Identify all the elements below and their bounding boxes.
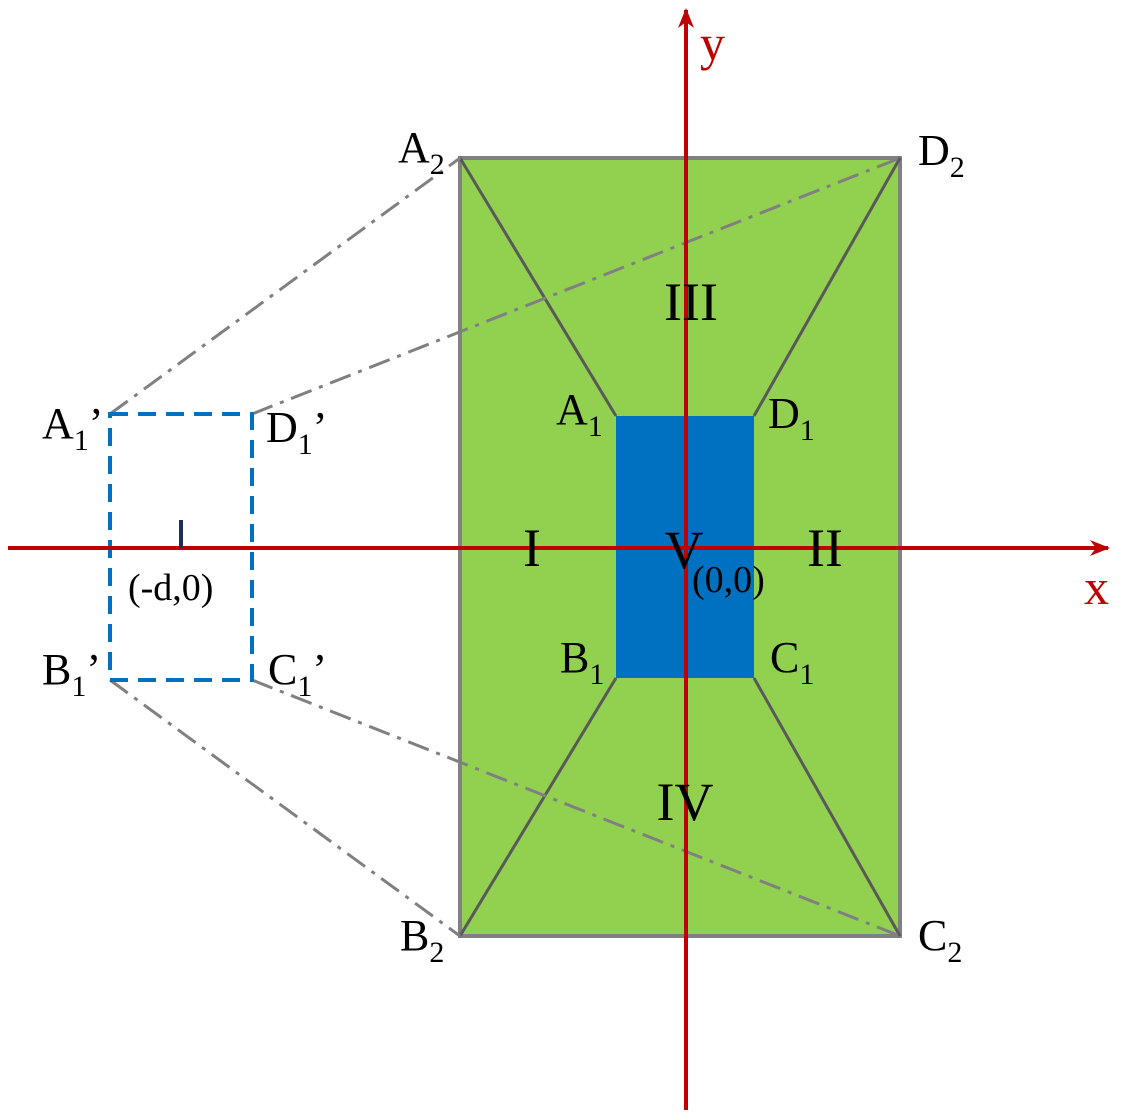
vertex-label-d1-prime: D1’ [266, 403, 327, 461]
projection-lines [109, 156, 901, 938]
vertex-label-d1: D1 [768, 389, 815, 447]
edge-a2-a1 [458, 157, 618, 417]
origin-coordinate-label: (0,0) [692, 559, 765, 601]
projection-line-c1p-c2 [251, 678, 901, 938]
region-label-iii: III [664, 272, 718, 332]
edge-d2-d1 [752, 157, 902, 417]
shifted-center-coordinate-label: (-d,0) [128, 567, 213, 609]
vertex-label-d2: D2 [918, 126, 965, 184]
region-label-iv: IV [657, 772, 714, 832]
vertex-label-c1-prime: C1’ [268, 645, 327, 703]
projection-line-d1p-d2 [251, 156, 901, 416]
projection-line-b1p-b2 [109, 678, 461, 938]
x-axis-label: x [1084, 559, 1109, 615]
vertex-label-b2: B2 [400, 911, 444, 969]
projection-line-a1p-a2 [109, 156, 461, 416]
vertex-label-a1: A1 [556, 385, 603, 443]
y-axis-label: y [700, 15, 725, 71]
vertex-label-c1: C1 [770, 633, 814, 691]
edge-c2-c1 [752, 677, 902, 937]
vertex-label-b1: B1 [560, 633, 604, 691]
vertex-label-c2: C2 [918, 911, 962, 969]
vertex-label-a1-prime: A1’ [42, 399, 103, 457]
vertex-label-b1-prime: B1’ [42, 645, 101, 703]
region-label-v: V [665, 520, 704, 580]
vertex-label-a2: A2 [398, 123, 445, 181]
region-label-ii: II [807, 518, 843, 578]
edge-b2-b1 [458, 677, 618, 937]
region-label-i: I [523, 518, 541, 578]
